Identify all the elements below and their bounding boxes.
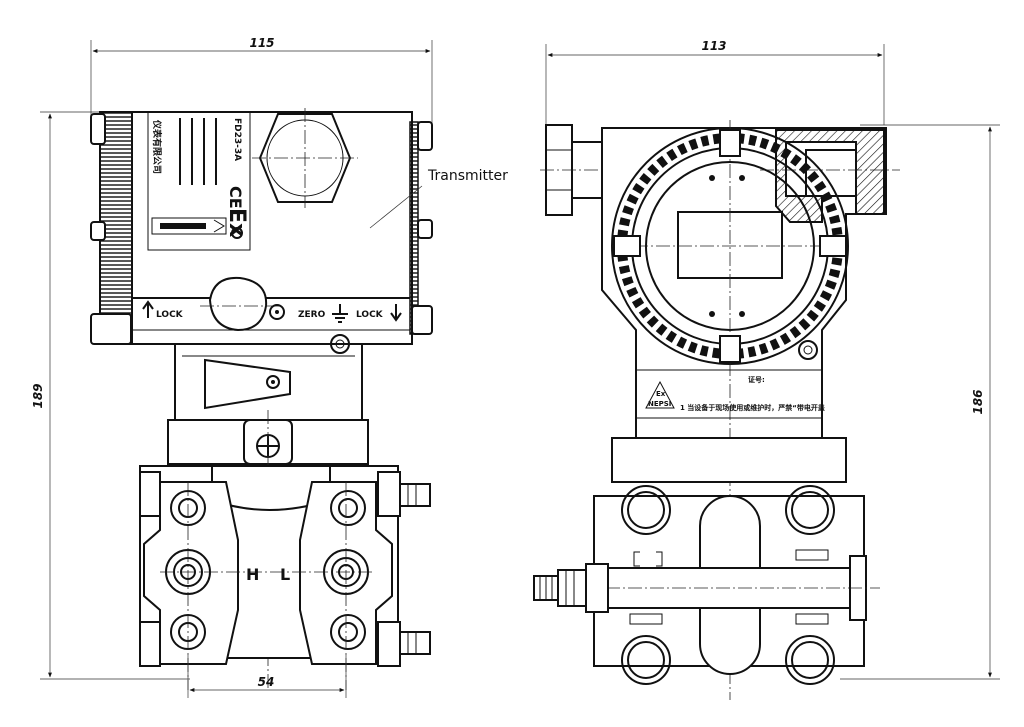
model-label: FD23-3A [232, 118, 242, 161]
ce-mark: CE [226, 186, 245, 209]
dimension-flange-spacing: 54 [187, 655, 347, 698]
transmitter-callout: Transmitter [427, 168, 508, 184]
high-side-label: H [246, 565, 259, 584]
svg-text:NEPSI: NEPSI [648, 400, 671, 408]
cert-label: 证号: [748, 375, 765, 384]
company-label: 仪表有限公司 [151, 119, 163, 174]
zero-lock-controls: LOCK ZERO LOCK [142, 276, 402, 332]
housing-front: 证号: Ex NEPSI 1 当设备于现场使用或维护时，严禁“带电开盖 [601, 120, 900, 700]
ex-nepsi-logo: Ex NEPSI [645, 380, 675, 409]
warning-text: 1 当设备于现场使用或维护时，严禁“带电开盖 [680, 403, 825, 412]
housing-neck [167, 334, 369, 690]
lock-left-label: LOCK [156, 310, 184, 320]
hex-plug [252, 108, 358, 208]
dimension-width-right: 113 [545, 39, 885, 125]
lock-right-label: LOCK [356, 310, 384, 320]
low-side-label: L [280, 565, 290, 584]
dimension-label-115: 115 [249, 36, 274, 50]
ex-mark: Ex [224, 208, 249, 237]
dimension-width-left: 115 [90, 36, 433, 125]
transmitter-housing: FD23-3A 仪表有限公司 CE Ex Transmitter [90, 108, 508, 345]
dimension-label-186: 186 [971, 389, 985, 414]
svg-text:Ex: Ex [656, 390, 666, 398]
flange-left-view: H L [139, 465, 431, 690]
dimension-label-54: 54 [258, 675, 275, 689]
vertical-stripes [179, 118, 217, 185]
dimension-height-right: 186 [840, 124, 1000, 680]
zero-label: ZERO [298, 310, 326, 320]
flange-front-view [533, 437, 880, 685]
dimension-label-113: 113 [701, 39, 726, 53]
dimension-label-189: 189 [31, 383, 45, 408]
right-view: 113 186 [533, 39, 1000, 700]
left-view: 115 189 [31, 36, 508, 698]
